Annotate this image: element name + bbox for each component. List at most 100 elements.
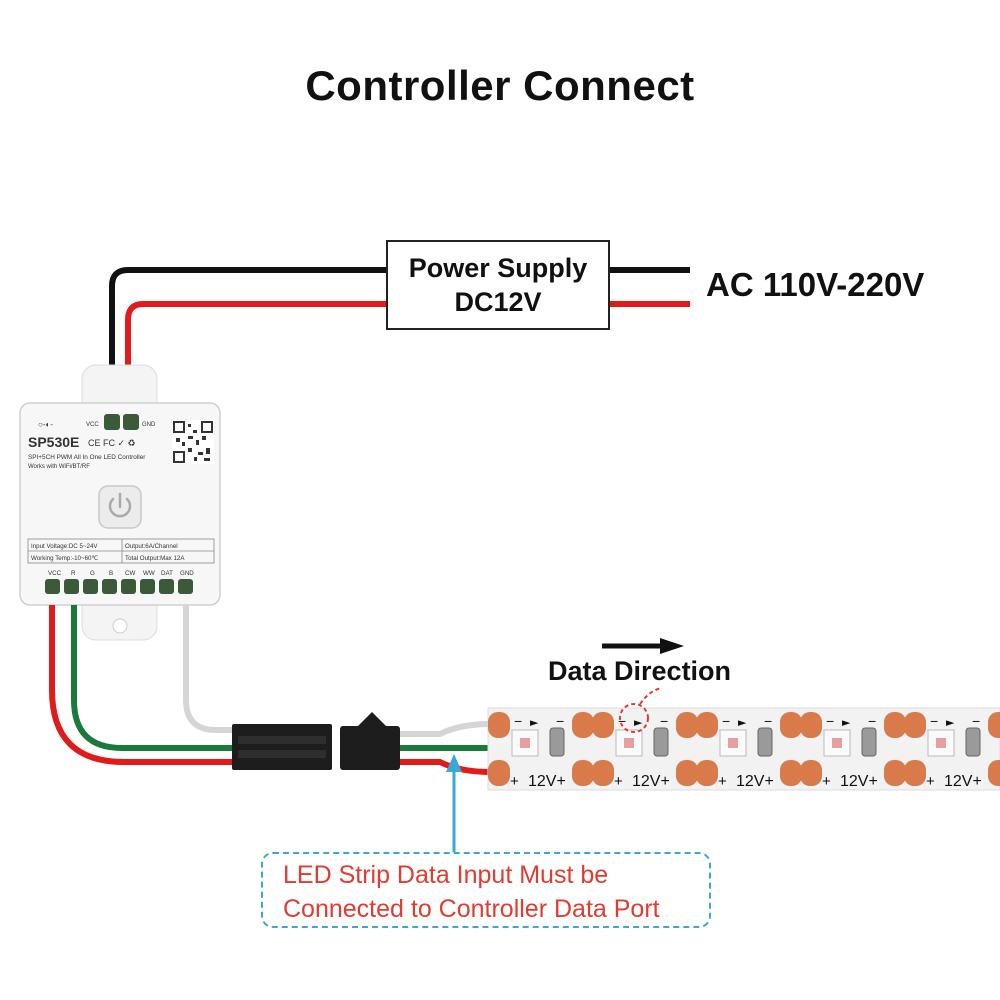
power-terminal-vcc: [104, 414, 120, 430]
solder-pad: [904, 760, 926, 786]
resistor: [549, 727, 565, 757]
power-supply-voltage: DC12V: [454, 287, 542, 317]
strip-voltage-label: 12V+: [528, 773, 566, 790]
terminal-label: WW: [143, 570, 155, 577]
terminal-label: VCC: [48, 570, 62, 577]
solder-pad: [884, 712, 906, 738]
solder-pad: [696, 712, 718, 738]
led-die: [624, 738, 634, 748]
strip-minus: −: [764, 713, 772, 729]
terminal-label: GND: [180, 570, 194, 577]
resistor: [653, 727, 669, 757]
solder-pad: [988, 712, 1000, 738]
resistor: [861, 727, 877, 757]
solder-pad: [676, 760, 698, 786]
solder-pad: [488, 760, 510, 786]
resistor: [757, 727, 773, 757]
strip-voltage-label: 12V+: [632, 773, 670, 790]
spec-cell: Output:6A/Channel: [125, 543, 178, 550]
data-arrow-icon: ►: [738, 716, 747, 729]
solder-pad: [780, 760, 802, 786]
led-strip: −►−+12V+−►−+12V+−►−+12V+−►−+12V+−►−+12V+: [487, 707, 1000, 791]
strip-minus: −: [930, 713, 938, 729]
strip-minus: −: [618, 713, 626, 729]
solder-pad: [592, 712, 614, 738]
jst-connector-male[interactable]: [232, 724, 332, 770]
solder-pad: [904, 712, 926, 738]
terminal-label: DAT: [161, 570, 173, 577]
white-wire-gnd: [183, 605, 240, 733]
solder-pad: [676, 712, 698, 738]
power-terminal-gnd: [123, 414, 139, 430]
dc-jack-icon: ○-◐-: [38, 420, 53, 429]
strip-voltage-label: 12V+: [840, 773, 878, 790]
controller-subtitle: SPI+5CH PWM All In One LED Controller: [28, 454, 146, 461]
mount-hole: [112, 618, 128, 634]
green-wire-dat: [71, 605, 240, 751]
solder-pad: [884, 760, 906, 786]
strip-plus: +: [614, 773, 623, 790]
note-line-2: Connected to Controller Data Port: [283, 895, 660, 923]
solder-pad: [572, 760, 594, 786]
solder-pad: [592, 760, 614, 786]
strip-minus: −: [660, 713, 668, 729]
power-terminal-label-vcc: VCC: [86, 422, 99, 428]
power-supply-box: Power Supply DC12V: [386, 240, 610, 330]
data-arrow-icon: ►: [842, 716, 851, 729]
strip-minus: −: [868, 713, 876, 729]
ac-input-label: AC 110V-220V: [706, 266, 925, 303]
red-wire-psu: [125, 301, 386, 420]
qr-code-icon: [172, 420, 214, 464]
note-line-1: LED Strip Data Input Must be: [283, 861, 609, 889]
terminal-label: CW: [125, 570, 135, 577]
data-arrow-icon: ►: [634, 716, 643, 729]
power-button-icon[interactable]: [98, 485, 142, 529]
white-wire-strip: [400, 721, 491, 737]
strip-minus: −: [556, 713, 564, 729]
strip-plus: +: [822, 773, 831, 790]
strip-minus: −: [826, 713, 834, 729]
red-wire-strip: [400, 759, 491, 775]
terminal-label: B: [109, 570, 113, 577]
controller-compat: Works with WiFi/BT/RF: [28, 464, 90, 470]
data-input-highlight: [619, 703, 649, 733]
note-callout: LED Strip Data Input Must be Connected t…: [261, 852, 711, 928]
data-arrow-icon: ►: [530, 716, 539, 729]
solder-pad: [572, 712, 594, 738]
led-die: [936, 738, 946, 748]
terminal-block: VCC R G B CW WW DAT GND: [45, 570, 194, 594]
solder-pad: [696, 760, 718, 786]
power-supply-label: Power Supply: [408, 253, 588, 283]
terminal-label: R: [71, 570, 76, 577]
strip-minus: −: [972, 713, 980, 729]
arrow-right-icon: [602, 638, 684, 654]
solder-pad: [780, 712, 802, 738]
strip-plus: +: [718, 773, 727, 790]
solder-pad: [800, 760, 822, 786]
led-die: [832, 738, 842, 748]
data-direction-label: Data Direction: [548, 656, 732, 686]
led-die: [728, 738, 738, 748]
solder-pad: [988, 760, 1000, 786]
spec-cell: Input Voltage:DC 5~24V: [31, 543, 98, 550]
cert-marks: CE FC ✓ ♻: [88, 438, 136, 448]
jst-connector-female[interactable]: [340, 712, 400, 770]
strip-plus: +: [510, 773, 519, 790]
note-pointer: [446, 754, 462, 852]
solder-pad: [488, 712, 510, 738]
data-direction-pointer: [639, 687, 663, 705]
page-title: Controller Connect: [305, 62, 695, 109]
data-arrow-icon: ►: [946, 716, 955, 729]
red-wire-vcc: [49, 605, 240, 765]
strip-voltage-label: 12V+: [944, 773, 982, 790]
controller-model: SP530E: [28, 434, 79, 450]
resistor: [965, 727, 981, 757]
strip-minus: −: [722, 713, 730, 729]
black-wire-psu: [109, 267, 386, 420]
solder-pad: [800, 712, 822, 738]
terminal-label: G: [90, 570, 95, 577]
spec-cell: Total Output:Max 12A: [125, 555, 185, 562]
strip-plus: +: [926, 773, 935, 790]
led-die: [520, 738, 530, 748]
